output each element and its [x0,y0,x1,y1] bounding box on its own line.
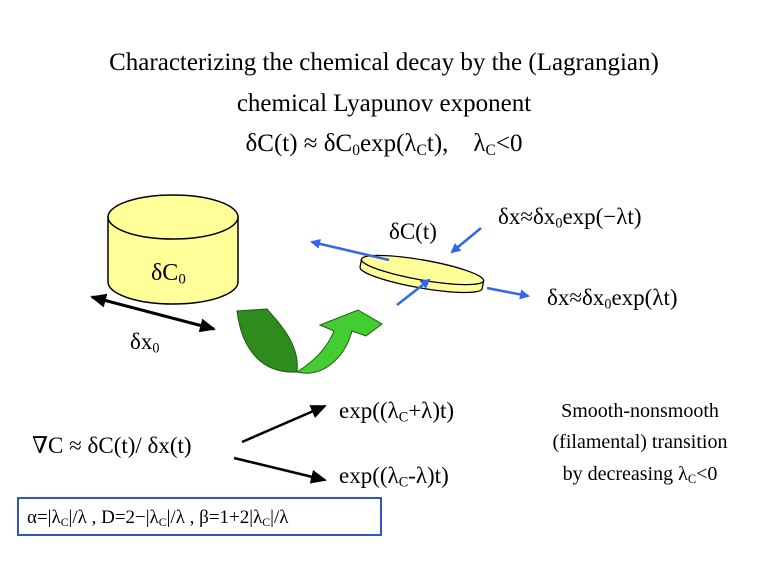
disk-shape [359,254,485,294]
exponent-relations: α=|λC|/λ , D=2−|λC|/λ , β=1+2|λC|/λ [27,507,289,529]
note-line-2: (filamental) transition [552,431,728,453]
cylinder-label: δC0 [151,260,186,288]
blue-arrow-stretch-right [486,286,530,300]
main-equation: δC(t) ≈ δC0exp(λCt), λC<0 [245,130,523,159]
blue-arrow-compress-top [450,227,482,254]
compression-formula: δx≈δx0exp(−λt) [498,204,642,232]
branch-arrow-down [233,456,327,484]
gradient-formula: ∇C ≈ δC(t)/ δx(t) [32,433,192,458]
note-line-1: Smooth-nonsmooth [561,400,719,422]
title-line-1: Characterizing the chemical decay by the… [109,49,659,76]
stretching-formula: δx≈δx0exp(λt) [547,285,678,313]
green-arrow-dark [236,308,298,373]
blue-arrow-compress-bottom [396,278,431,306]
title-line-2: chemical Lyapunov exponent [236,90,532,117]
dx-double-arrow [90,293,216,333]
disk-label: δC(t) [389,219,437,244]
green-arrow-light [295,309,383,374]
branch-arrow-up [241,404,327,444]
branch-minus-formula: exp((λC-λ)t) [339,463,449,491]
blue-arrow-stretch-left [310,238,390,262]
exponent-relations-box: α=|λC|/λ , D=2−|λC|/λ , β=1+2|λC|/λ [17,497,382,536]
dx-label: δx0 [130,329,160,357]
branch-plus-formula: exp((λC+λ)t) [339,398,455,426]
note-line-3: by decreasing λC<0 [562,463,718,487]
cylinder-shape [107,194,239,305]
